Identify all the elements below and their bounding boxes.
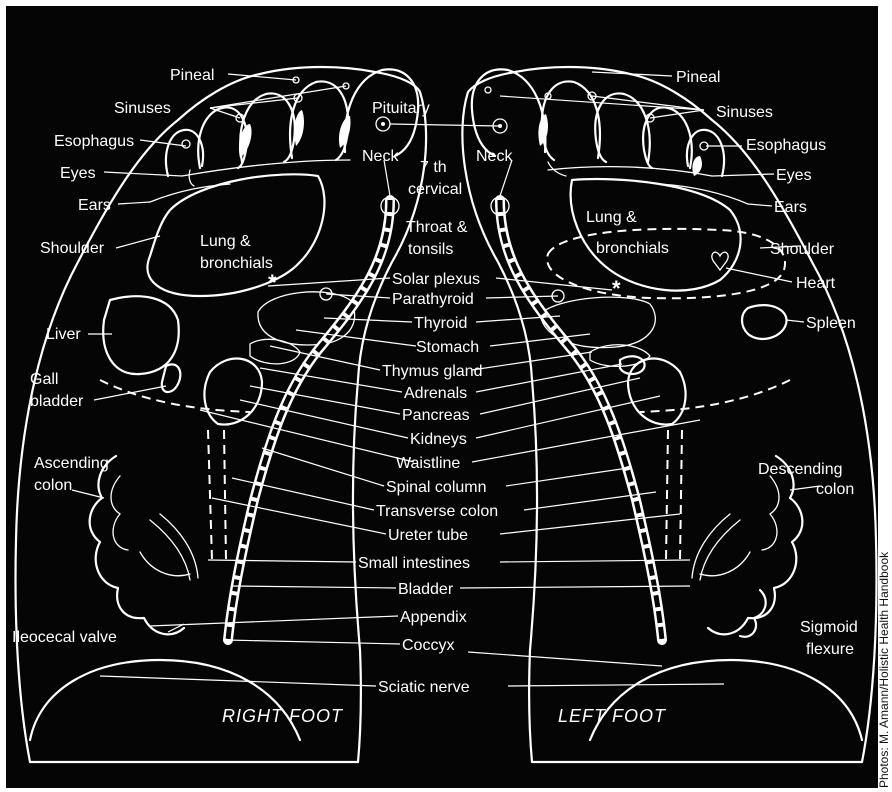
label-esophagus-right: Esophagus (54, 133, 134, 150)
label-thymus-gland: Thymus gland (382, 363, 483, 380)
label-small-intestines: Small intestines (358, 555, 470, 572)
label-descending-colon-2: colon (816, 481, 854, 498)
caption-right-foot: RIGHT FOOT (222, 706, 344, 726)
label-lung-left-2: bronchials (596, 240, 669, 257)
label-parathyroid: Parathyroid (392, 291, 474, 308)
label-throat-2: tonsils (408, 241, 453, 258)
label-lung-right-2: bronchials (200, 255, 273, 272)
label-sinuses-left: Sinuses (716, 104, 773, 121)
label-throat-1: Throat & (406, 219, 468, 236)
label-sigmoid-flexure-2: flexure (806, 641, 854, 658)
label-pituitary: Pituitary (372, 100, 430, 117)
label-bladder: Bladder (398, 581, 454, 598)
label-eyes-right: Eyes (60, 165, 96, 182)
label-sigmoid-flexure-1: Sigmoid (800, 619, 858, 636)
label-gall-bladder-2: bladder (30, 393, 84, 410)
label-neck-left: Neck (476, 148, 513, 165)
left-spinal-column (500, 200, 662, 640)
ascending-colon-zone (90, 456, 184, 634)
label-ascending-colon-1: Ascending (34, 455, 109, 472)
label-appendix: Appendix (400, 609, 467, 626)
label-kidneys: Kidneys (410, 431, 467, 448)
label-heart: Heart (796, 275, 836, 292)
label-ureter-tube: Ureter tube (388, 527, 468, 544)
label-eyes-left: Eyes (776, 167, 812, 184)
left-toe-3 (595, 93, 649, 162)
label-lung-left-1: Lung & (586, 209, 637, 226)
label-lung-right-1: Lung & (200, 233, 251, 250)
label-ascending-colon-2: colon (34, 477, 72, 494)
label-pineal-right: Pineal (170, 67, 214, 84)
liver-zone (103, 296, 178, 374)
label-neck-right: Neck (362, 148, 399, 165)
label-pancreas: Pancreas (402, 407, 470, 424)
svg-text:*: * (268, 270, 277, 295)
label-spinal-column: Spinal column (386, 479, 487, 496)
label-waistline: Waistline (396, 455, 460, 472)
label-esophagus-left: Esophagus (746, 137, 826, 154)
label-7th-cervical-2: cervical (408, 181, 462, 198)
label-ears-right: Ears (78, 197, 111, 214)
left-toe-2 (542, 81, 600, 160)
label-ears-left: Ears (774, 199, 807, 216)
label-sinuses-right: Sinuses (114, 100, 171, 117)
right-heel (30, 660, 300, 740)
label-coccyx: Coccyx (402, 637, 454, 654)
label-adrenals: Adrenals (404, 385, 467, 402)
spleen-zone (742, 305, 787, 339)
label-7th-cervical-1: 7 th (420, 159, 447, 176)
label-descending-colon-1: Descending (758, 461, 843, 478)
label-pineal-left: Pineal (676, 69, 720, 86)
label-gall-bladder-1: Gall (30, 371, 58, 388)
label-transverse-colon: Transverse colon (376, 503, 498, 520)
label-sciatic-nerve: Sciatic nerve (378, 679, 470, 696)
label-liver: Liver (46, 326, 81, 343)
label-ileocecal-valve: Ileocecal valve (12, 629, 117, 646)
photo-credit: Photos: M. Amann/Holistic Health Handboo… (877, 551, 891, 788)
label-spleen: Spleen (806, 315, 856, 332)
label-shoulder-right: Shoulder (40, 240, 105, 257)
label-shoulder-left: Shoulder (770, 241, 835, 258)
caption-left-foot: LEFT FOOT (558, 706, 667, 726)
descending-colon-zone (708, 456, 802, 634)
label-thyroid: Thyroid (414, 315, 467, 332)
label-solar-plexus: Solar plexus (392, 271, 480, 288)
left-heel (590, 660, 862, 740)
label-stomach: Stomach (416, 339, 479, 356)
